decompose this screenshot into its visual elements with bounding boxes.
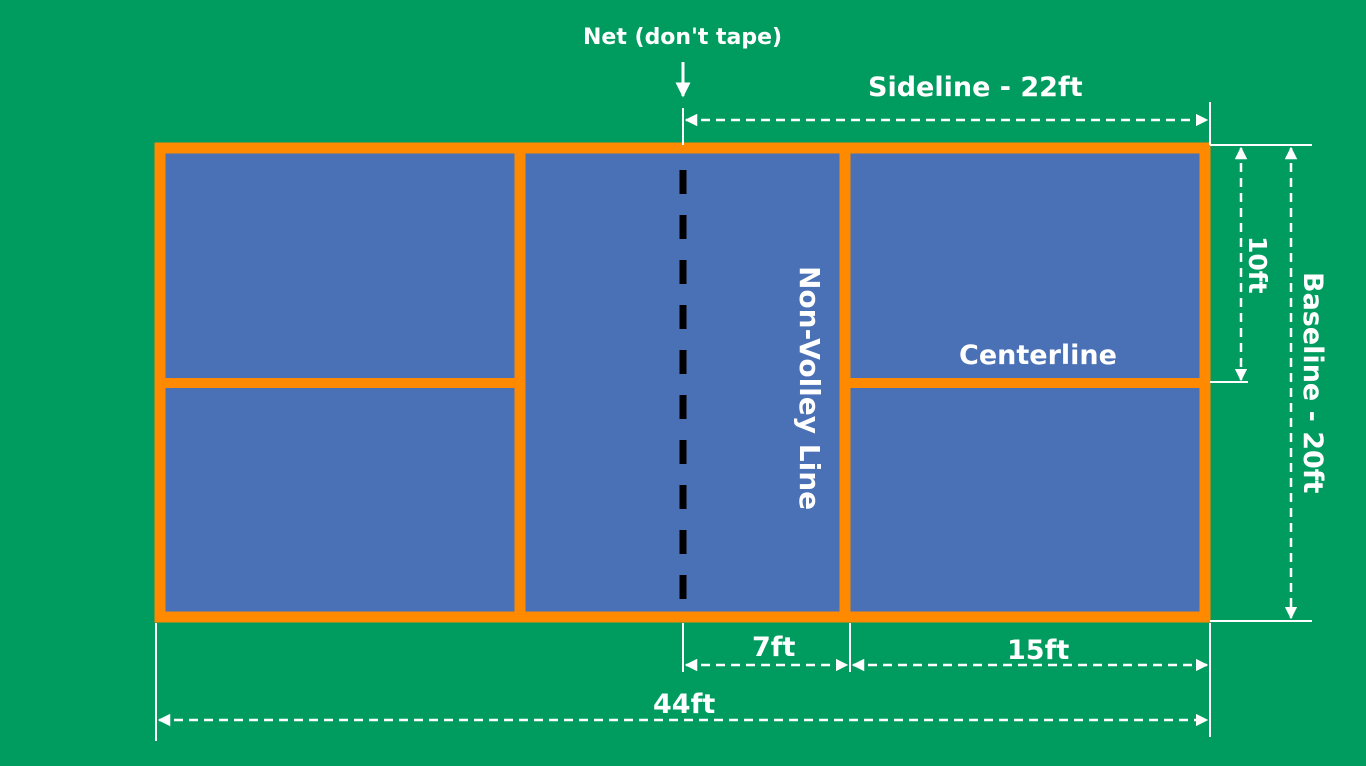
net-label: Net (don't tape) [583,25,783,50]
half-width-label: 10ft [1243,236,1272,294]
kitchen-length-label: 7ft [752,632,796,663]
sideline-label: Sideline - 22ft [868,72,1083,103]
centerline-label: Centerline [959,340,1117,371]
total-length-label: 44ft [653,689,716,720]
service-length-label: 15ft [1007,635,1070,666]
non-volley-line-label: Non-Volley Line [793,266,826,511]
baseline-label: Baseline - 20ft [1297,272,1328,494]
